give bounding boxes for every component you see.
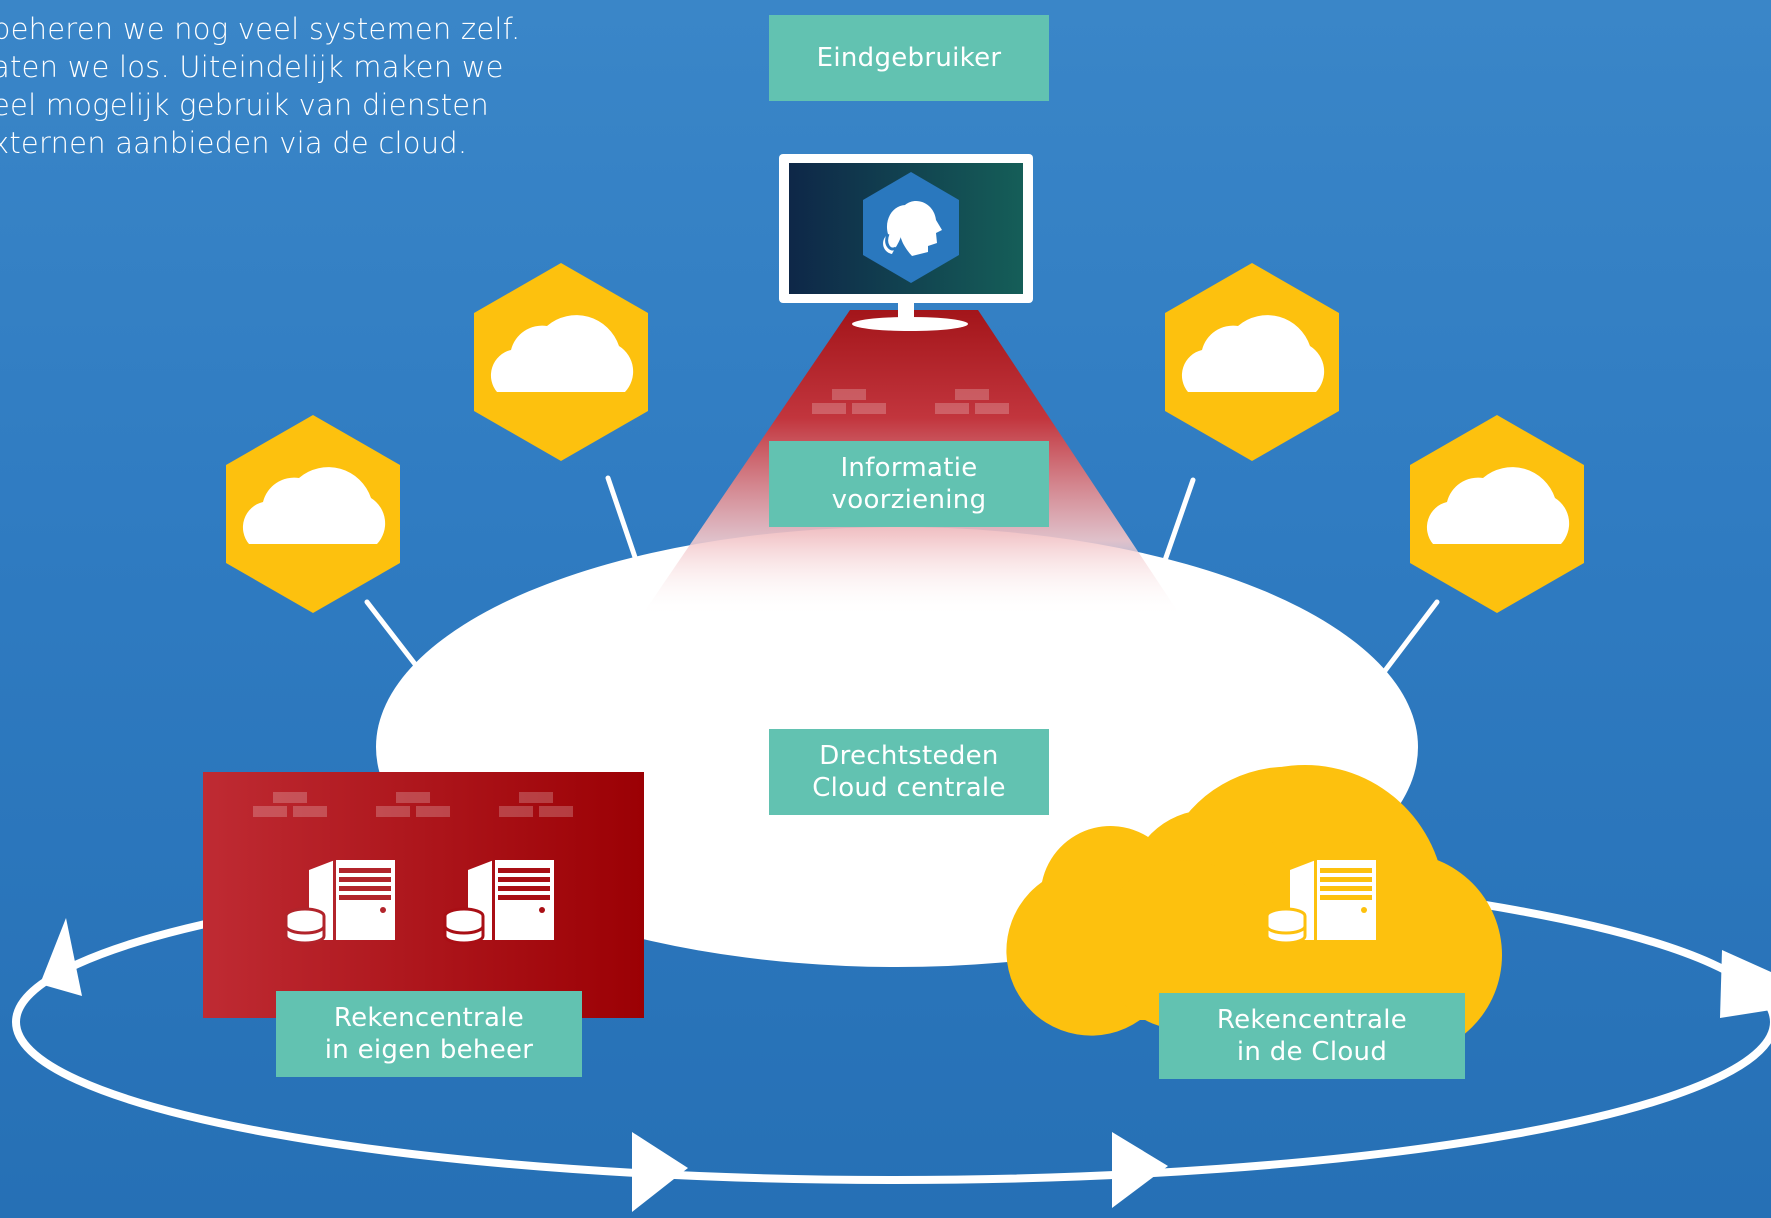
intro-line: beheren we nog veel systemen zelf. (0, 12, 521, 46)
cloud-datacenter-line-1: Rekencentrale (1216, 1005, 1408, 1035)
own-datacenter-box (203, 772, 644, 1018)
own-datacenter-line-1: Rekencentrale (333, 1003, 525, 1033)
cloud-hexagon-icon (226, 415, 400, 613)
end-user-label-text: Eindgebruiker (816, 43, 1002, 73)
cloud-datacenter-shape (1006, 765, 1502, 1057)
arrow-icon (40, 918, 1771, 1212)
own-datacenter-line-2: in eigen beheer (324, 1035, 534, 1065)
user-monitor-icon (779, 154, 1033, 331)
intro-line: eel mogelijk gebruik van diensten (0, 88, 489, 122)
information-supply-line-2: voorziening (831, 485, 987, 515)
end-user-label: Eindgebruiker (769, 15, 1049, 101)
intro-line: aten we los. Uiteindelijk maken we (0, 50, 504, 84)
cloud-datacenter-label: Rekencentrale in de Cloud (1159, 993, 1465, 1079)
information-supply-label: Informatie voorziening (769, 441, 1049, 527)
own-datacenter-label: Rekencentrale in eigen beheer (276, 991, 582, 1077)
intro-line: xternen aanbieden via de cloud. (0, 126, 468, 160)
user-profile-icon (863, 172, 959, 283)
connector-lines (364, 475, 1440, 675)
cloud-central-label: Drechtsteden Cloud centrale (769, 729, 1049, 815)
cloud-hexagon-icon (1410, 415, 1584, 613)
cloud-central-line-1: Drechtsteden (819, 741, 999, 771)
cloud-hexagon-icon (474, 263, 648, 461)
cloud-datacenter-line-2: in de Cloud (1236, 1037, 1388, 1067)
information-supply-line-1: Informatie (840, 453, 978, 483)
cloud-central-line-2: Cloud centrale (812, 773, 1006, 803)
cloud-hexagon-icon (1165, 263, 1339, 461)
intro-paragraph: beheren we nog veel systemen zelf. aten … (0, 10, 552, 162)
